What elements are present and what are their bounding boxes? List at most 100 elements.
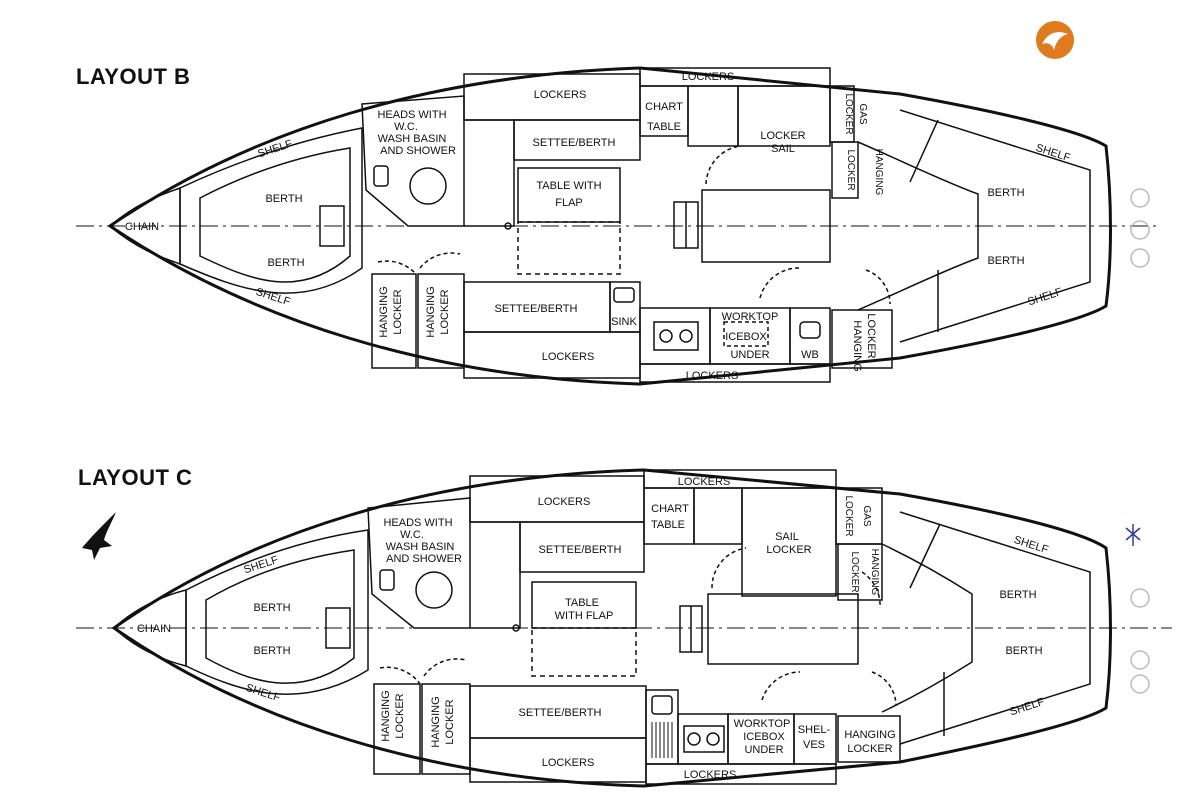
heads-label: AND SHOWER xyxy=(380,145,456,157)
locker-sail-label: LOCKER xyxy=(760,130,805,142)
shelf-label: SHELF xyxy=(1026,286,1064,308)
hanging-locker-1-box xyxy=(371,273,417,369)
hanging-locker-label: HANGING xyxy=(380,690,392,741)
aft-berth-outline xyxy=(881,543,973,713)
sink-label: SINK xyxy=(611,316,637,328)
lockers-label: LOCKERS xyxy=(686,370,739,382)
hanging-locker-label: LOCKER xyxy=(394,693,406,738)
lockers-strip-bottom xyxy=(639,363,831,383)
gas-locker-label: LOCKER xyxy=(843,93,854,134)
aft-divider-top xyxy=(909,523,941,589)
table-box xyxy=(517,167,621,223)
layout-b-plan xyxy=(76,66,1160,386)
chart-table-label: CHART xyxy=(651,503,689,515)
mast-step xyxy=(512,624,520,632)
engine-box xyxy=(707,593,859,665)
door-swing-2 xyxy=(761,671,801,701)
layout-b-title: LAYOUT B xyxy=(76,64,191,89)
hanging-locker-label: HANGING xyxy=(873,149,884,196)
layout-c-title: LAYOUT C xyxy=(78,465,193,490)
lockers-label: LOCKERS xyxy=(684,769,737,781)
forward-berth-outline xyxy=(179,127,363,294)
worktop-label: WORKTOP xyxy=(722,311,779,323)
washbasin-icon xyxy=(373,165,389,187)
worktop-label: WORKTOP xyxy=(734,718,791,730)
heads-label: W.C. xyxy=(394,121,418,133)
hanging-locker-label: HANGING xyxy=(844,729,895,741)
chain-label: CHAIN xyxy=(137,623,171,635)
berth-label: BERTH xyxy=(1005,645,1042,657)
bird-logo-icon xyxy=(1034,19,1076,61)
heads-label: WASH BASIN xyxy=(378,133,447,145)
settee-berth-label: SETTEE/BERTH xyxy=(533,137,616,149)
step-box xyxy=(319,205,345,247)
mast-step xyxy=(504,222,512,230)
hanging-locker-aft-bottom-box xyxy=(831,309,893,369)
berth-label: BERTH xyxy=(987,187,1024,199)
lockers-label: LOCKERS xyxy=(542,757,595,769)
shelf-label: SHELF xyxy=(256,138,294,160)
table-label: TABLE WITH xyxy=(536,180,601,192)
table-label: TABLE xyxy=(565,597,599,609)
berth-label: BERTH xyxy=(267,257,304,269)
worktop-label: UNDER xyxy=(730,349,769,361)
aft-berth-inner xyxy=(899,109,1091,343)
lockers-label: LOCKERS xyxy=(534,89,587,101)
worktop-label: ICEBOX xyxy=(725,331,767,343)
berth-label: BERTH xyxy=(253,645,290,657)
forward-berth-inner xyxy=(205,549,355,684)
bird-silhouette-icon xyxy=(82,512,116,560)
hanging-locker-label: LOCKER xyxy=(439,289,451,334)
hanging-locker-label: LOCKER xyxy=(865,313,877,358)
settee-berth-label: SETTEE/BERTH xyxy=(539,544,622,556)
chain-label: CHAIN xyxy=(125,221,159,233)
aft-berth-outline xyxy=(857,141,979,311)
door-swing-3 xyxy=(871,671,897,707)
heads-label: W.C. xyxy=(400,529,424,541)
chart-table-label: TABLE xyxy=(651,519,685,531)
hanging-locker-label: HANGING xyxy=(425,286,437,337)
sink-basin xyxy=(613,287,635,303)
hanging-locker-label: LOCKER xyxy=(444,699,456,744)
berth-label: BERTH xyxy=(987,255,1024,267)
door-swing-1 xyxy=(711,547,747,589)
heads-compartment xyxy=(361,95,465,227)
gas-locker-label: GAS xyxy=(857,103,868,124)
chart-table-seat xyxy=(693,487,743,545)
door-swing-4 xyxy=(377,260,417,275)
table-box xyxy=(531,581,637,629)
locker-sail-label: SAIL xyxy=(771,143,795,155)
settee-berth-label: SETTEE/BERTH xyxy=(495,303,578,315)
hanging-locker-label: HANGING xyxy=(869,549,880,596)
burner-2-icon xyxy=(706,732,720,746)
hanging-locker-label: LOCKER xyxy=(847,743,892,755)
hanging-locker-aft-box xyxy=(837,543,883,601)
stove-box xyxy=(677,713,729,765)
sail-locker-label: SAIL xyxy=(775,531,799,543)
sink-box xyxy=(609,281,641,333)
door-swing-1 xyxy=(705,145,741,185)
lockers-label: LOCKERS xyxy=(542,351,595,363)
stove-top xyxy=(653,321,699,351)
washbasin-icon xyxy=(379,569,395,591)
heads-label: WASH BASIN xyxy=(386,541,455,553)
stove-top xyxy=(683,725,725,753)
table-label: WITH FLAP xyxy=(555,610,614,622)
wc-icon xyxy=(409,167,447,205)
table-flap xyxy=(517,221,621,275)
hanging-locker-label: LOCKER xyxy=(392,289,404,334)
door-swing-4 xyxy=(379,666,421,685)
layout-c-plan xyxy=(76,468,1172,788)
lockers-strip-bottom xyxy=(645,763,837,785)
berth-label: BERTH xyxy=(253,602,290,614)
door-swing-2 xyxy=(759,267,801,299)
galley-drainer xyxy=(645,689,679,765)
forward-berth-inner xyxy=(199,147,351,283)
icebox-lid xyxy=(723,321,769,347)
wc-icon xyxy=(415,571,453,609)
door-swing-6 xyxy=(861,571,881,609)
aft-berth-inner xyxy=(899,511,1091,745)
heads-label: AND SHOWER xyxy=(386,553,462,565)
shelf-label: SHELF xyxy=(1008,696,1046,718)
